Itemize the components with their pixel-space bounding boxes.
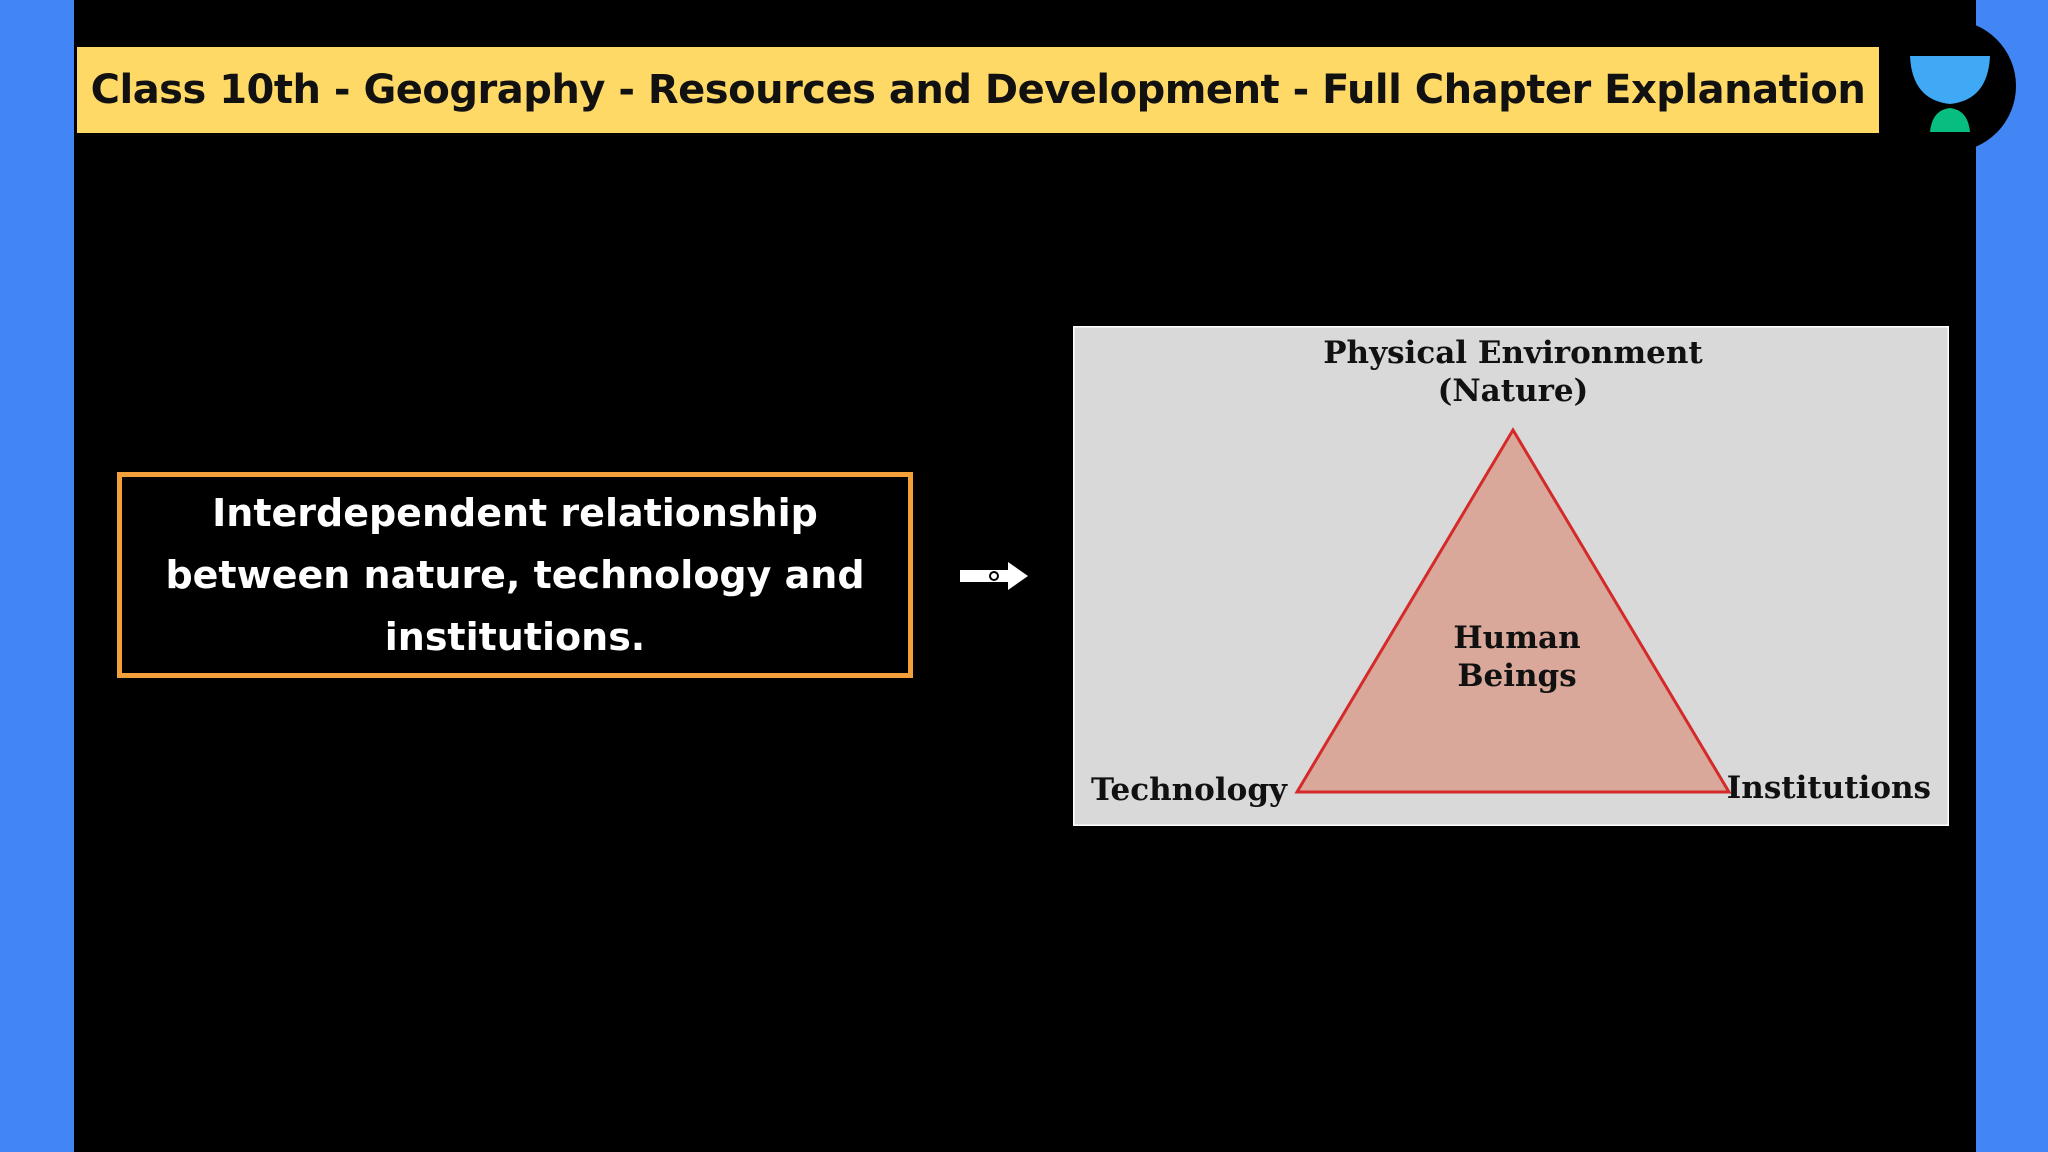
left-label: Technology xyxy=(1091,772,1288,808)
left-side-bar xyxy=(0,0,74,1152)
page-title: Class 10th - Geography - Resources and D… xyxy=(90,67,1866,113)
top-label-line1: Physical Environment xyxy=(1323,335,1703,371)
right-label: Institutions xyxy=(1727,770,1931,806)
arrow-right-icon xyxy=(958,558,1030,594)
statement-box: Interdependent relationship between natu… xyxy=(117,472,913,678)
title-bar: Class 10th - Geography - Resources and D… xyxy=(77,47,1879,133)
interdependence-diagram: Physical Environment (Nature) Human Bein… xyxy=(1071,324,1951,828)
center-label-line1: Human xyxy=(1453,620,1580,656)
unacademy-logo-icon xyxy=(1880,20,2020,152)
statement-text: Interdependent relationship between natu… xyxy=(165,491,865,659)
right-side-bar xyxy=(1976,0,2048,1152)
triangle xyxy=(1294,427,1732,794)
center-label-line2: Beings xyxy=(1457,658,1576,694)
top-label-line2: (Nature) xyxy=(1438,373,1589,409)
